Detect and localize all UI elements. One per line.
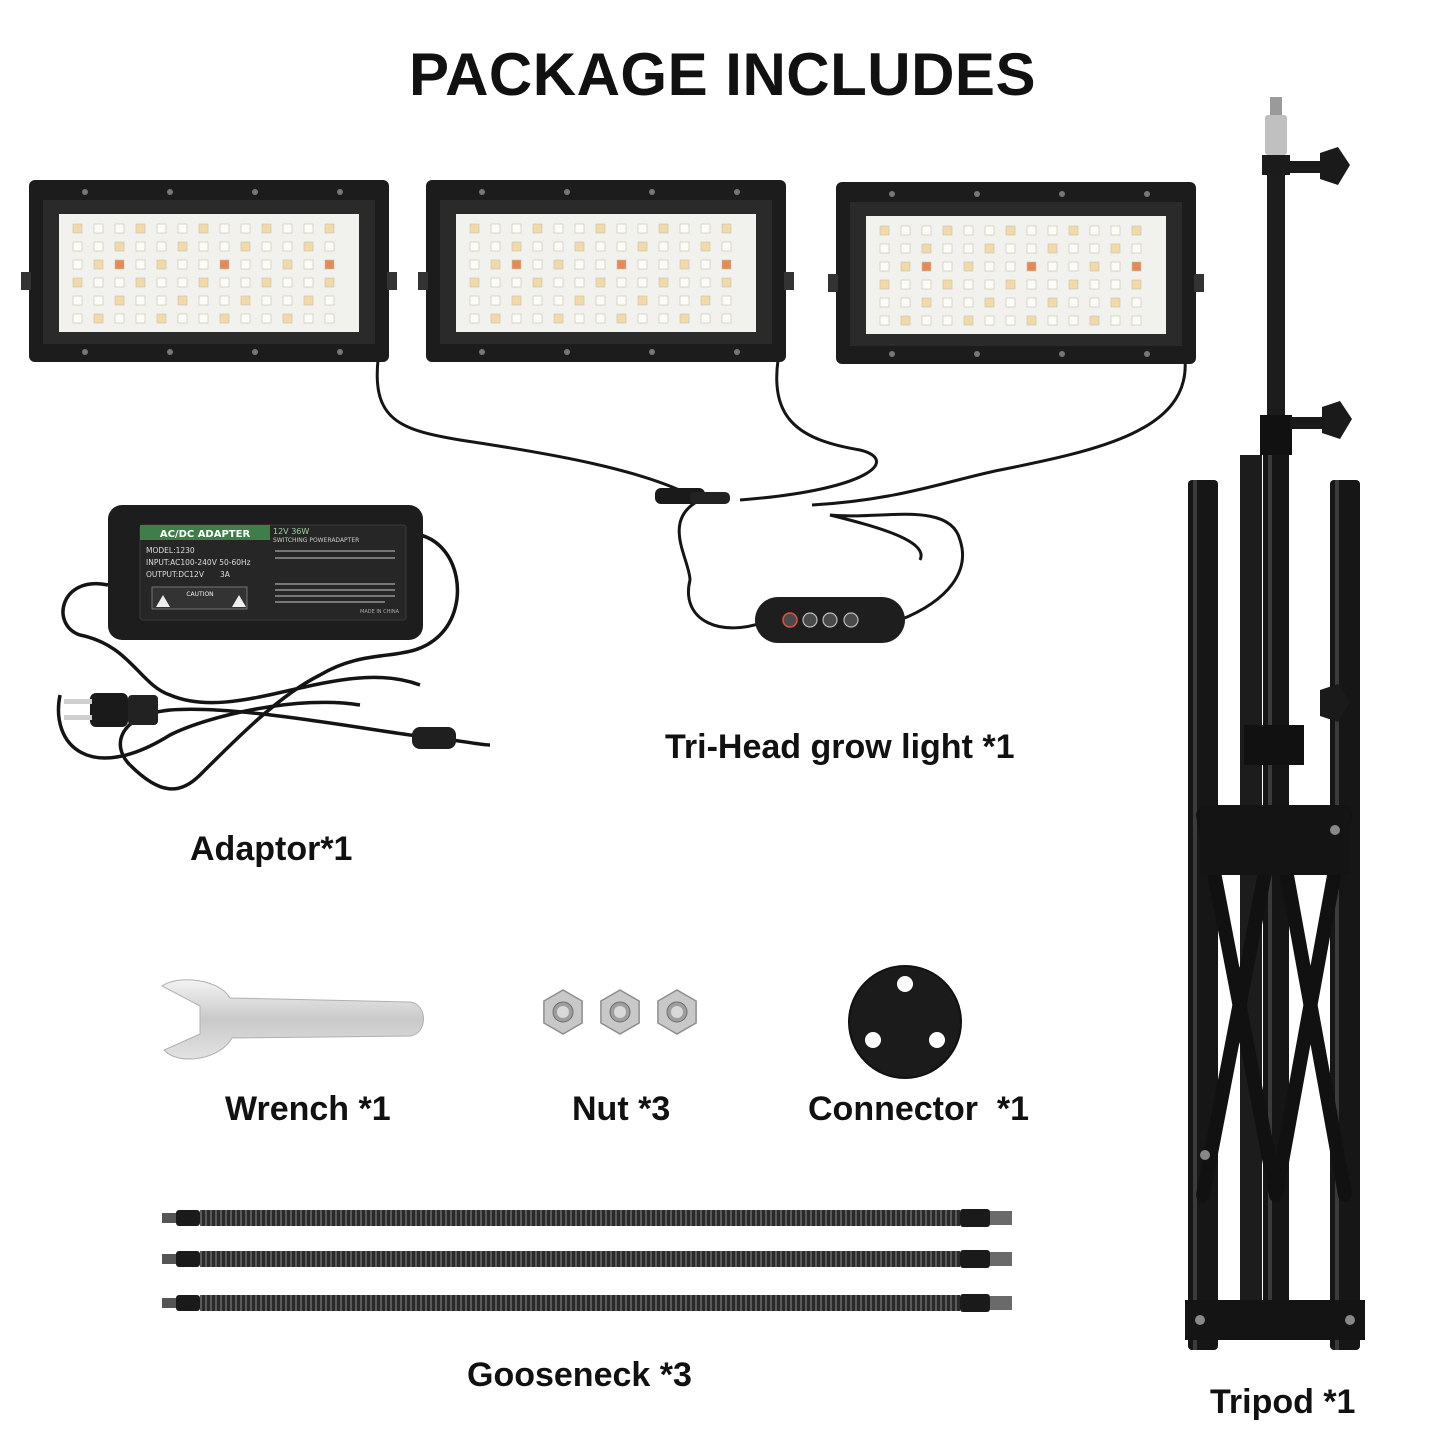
dimmer-controller-icon [755,597,905,643]
svg-text:SWITCHING POWERADAPTER: SWITCHING POWERADAPTER [273,537,359,544]
svg-text:12V 36W: 12V 36W [273,527,309,536]
gooseneck-3 [162,1294,1012,1312]
gooseneck-label: Gooseneck *3 [467,1356,692,1394]
connector-label: Connector *1 [808,1090,1030,1128]
svg-text:MADE IN CHINA: MADE IN CHINA [360,609,400,615]
grow-light-head-3 [828,182,1204,364]
tri-head-grow-light-label: Tri-Head grow light *1 [665,728,1015,766]
grow-light-head-1 [21,180,397,362]
nut-1 [543,989,583,1035]
adaptor-label: Adaptor*1 [190,830,353,868]
svg-text:MODEL:1230: MODEL:1230 [146,546,195,555]
adaptor-image: AC/DC ADAPTER 12V 36W SWITCHING POWERADA… [56,505,491,791]
connector-image [848,965,962,1079]
goosenecks-image [162,1209,1012,1312]
gooseneck-2 [162,1250,1012,1268]
tripod-image [1185,97,1365,1350]
svg-text:CAUTION: CAUTION [186,591,213,598]
svg-text:3A: 3A [220,570,231,579]
gooseneck-1 [162,1209,1012,1227]
page-title: PACKAGE INCLUDES [409,41,1036,108]
nuts-image [543,989,697,1035]
svg-text:OUTPUT:DC12V: OUTPUT:DC12V [146,570,205,579]
wrench-image [161,979,424,1060]
nut-3 [657,989,697,1035]
tripod-label: Tripod *1 [1210,1383,1356,1421]
nut-label: Nut *3 [572,1090,671,1128]
svg-text:INPUT:AC100-240V 50-60Hz: INPUT:AC100-240V 50-60Hz [146,558,251,567]
wrench-label: Wrench *1 [225,1090,391,1128]
nut-2 [600,989,640,1035]
grow-light-head-2 [418,180,794,362]
svg-text:AC/DC ADAPTER: AC/DC ADAPTER [160,529,251,540]
